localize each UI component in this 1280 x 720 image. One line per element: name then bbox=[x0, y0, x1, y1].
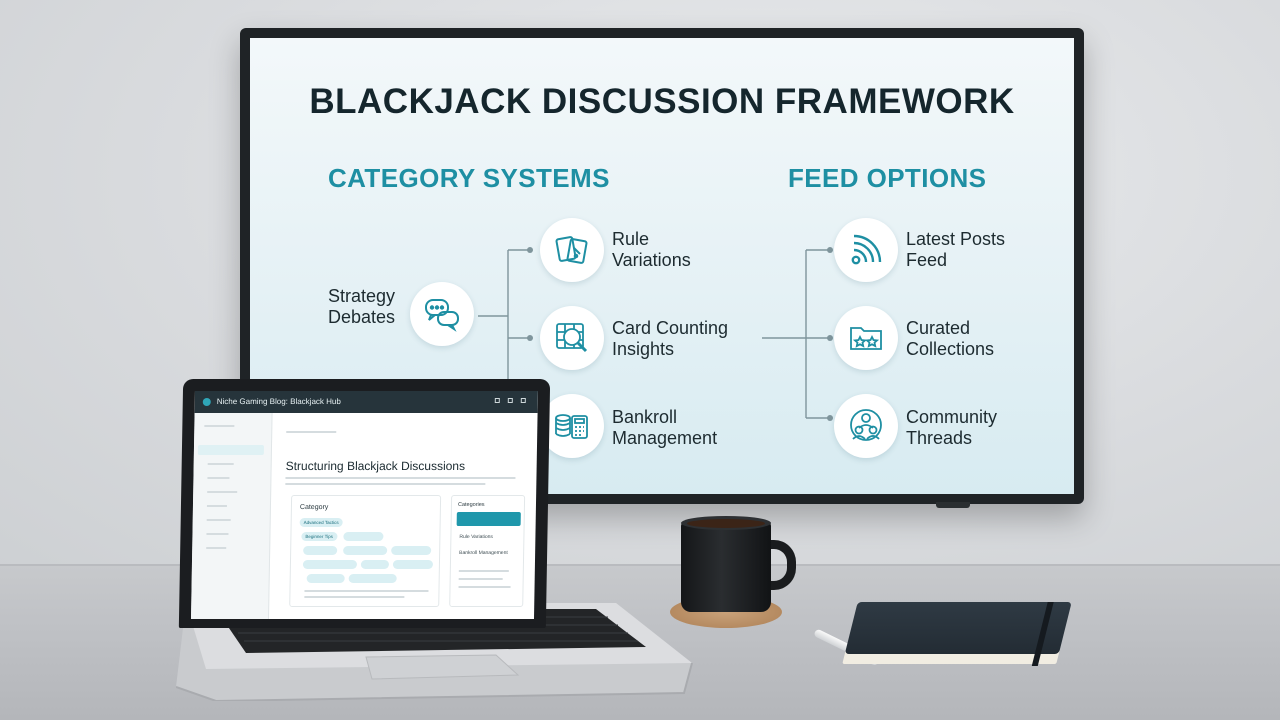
rss-feed-icon bbox=[834, 218, 898, 282]
magnifier-grid-icon bbox=[540, 306, 604, 370]
sidebar-item[interactable] bbox=[206, 519, 231, 521]
feed-0-line2: Feed bbox=[906, 250, 948, 270]
root-label-line1: Strategy bbox=[328, 286, 396, 306]
card-text bbox=[304, 590, 429, 592]
people-group-icon bbox=[834, 394, 898, 458]
slide-title: BLACKJACK DISCUSSION FRAMEWORK bbox=[309, 82, 1015, 121]
laptop: Niche Gaming Blog: Blackjack Hub Structu… bbox=[178, 379, 551, 628]
laptop-screen: Niche Gaming Blog: Blackjack Hub Structu… bbox=[190, 391, 538, 619]
category-tag[interactable] bbox=[303, 546, 338, 555]
sidebar bbox=[190, 413, 273, 619]
sidebar-item-active[interactable] bbox=[197, 445, 265, 455]
description-text bbox=[285, 483, 486, 485]
card-text bbox=[304, 596, 405, 598]
minimize-icon[interactable] bbox=[494, 398, 500, 403]
category-tag[interactable] bbox=[360, 560, 390, 569]
category-tag[interactable] bbox=[306, 574, 345, 583]
category-0-line2: Variations bbox=[612, 250, 691, 270]
maximize-icon[interactable] bbox=[507, 398, 513, 403]
category-node-rule-variations: Rule Variations bbox=[612, 229, 691, 271]
category-tag[interactable] bbox=[392, 560, 434, 569]
sidebar-item[interactable] bbox=[206, 533, 229, 535]
feed-node-curated-collections: Curated Collections bbox=[906, 318, 994, 360]
panel-item[interactable]: Rule Variations bbox=[459, 534, 494, 540]
feed-node-community-threads: Community Threads bbox=[906, 407, 997, 449]
categories-panel: Categories Rule Variations Bankroll Mana… bbox=[449, 495, 526, 607]
panel-text bbox=[458, 586, 511, 588]
feed-2-line2: Threads bbox=[906, 428, 973, 448]
feed-heading: FEED OPTIONS bbox=[788, 163, 987, 193]
sidebar-item[interactable] bbox=[207, 463, 234, 465]
mug-handle bbox=[760, 540, 796, 590]
category-tag[interactable] bbox=[391, 546, 432, 555]
description-text bbox=[285, 477, 516, 479]
sidebar-item[interactable] bbox=[206, 505, 227, 507]
window-title: Niche Gaming Blog: Blackjack Hub bbox=[216, 397, 341, 406]
chat-bubbles-icon bbox=[410, 282, 474, 346]
feed-2-line1: Community bbox=[906, 407, 998, 427]
sidebar-header bbox=[204, 425, 235, 427]
notebook bbox=[842, 602, 1077, 666]
feed-0-line1: Latest Posts bbox=[906, 229, 1006, 249]
close-icon[interactable] bbox=[520, 398, 526, 403]
category-1-line2: Insights bbox=[612, 339, 675, 359]
category-heading: CATEGORY SYSTEMS bbox=[328, 163, 610, 193]
category-node-card-counting: Card Counting Insights bbox=[612, 318, 728, 360]
category-node-bankroll: Bankroll Management bbox=[612, 407, 717, 449]
category-1-line1: Card Counting bbox=[612, 318, 729, 338]
coins-calculator-icon bbox=[540, 394, 604, 458]
category-2-line2: Management bbox=[612, 428, 718, 448]
feed-1-line2: Collections bbox=[906, 339, 995, 359]
sidebar-item[interactable] bbox=[206, 547, 227, 549]
category-tag[interactable] bbox=[343, 532, 384, 541]
panel-item[interactable]: Bankroll Management bbox=[459, 550, 508, 556]
root-node-label: Strategy Debates bbox=[328, 286, 395, 328]
category-tag[interactable] bbox=[302, 560, 358, 569]
category-tag[interactable]: Beginner Tips bbox=[301, 532, 338, 541]
categories-panel-title: Categories bbox=[457, 502, 485, 508]
category-tag[interactable] bbox=[348, 574, 397, 583]
category-2-line1: Bankroll bbox=[612, 407, 678, 427]
connector-lines bbox=[478, 247, 833, 421]
category-0-line1: Rule bbox=[612, 229, 650, 249]
root-label-line2: Debates bbox=[328, 307, 396, 327]
panel-item-active[interactable] bbox=[456, 512, 521, 526]
browser-title-bar: Niche Gaming Blog: Blackjack Hub bbox=[194, 391, 538, 413]
app-logo-icon bbox=[202, 398, 211, 406]
coffee-mug bbox=[681, 522, 771, 612]
monitor-mount bbox=[936, 502, 970, 508]
panel-text bbox=[458, 570, 509, 572]
folder-stars-icon bbox=[834, 306, 898, 370]
sidebar-item[interactable] bbox=[207, 491, 238, 493]
feed-1-line1: Curated bbox=[906, 318, 971, 338]
feed-node-latest-posts: Latest Posts Feed bbox=[906, 229, 1005, 271]
sidebar-item[interactable] bbox=[207, 477, 230, 479]
page-heading: Structuring Blackjack Discussions bbox=[285, 459, 466, 473]
category-card-title: Category bbox=[299, 504, 329, 511]
breadcrumb bbox=[286, 431, 337, 433]
panel-text bbox=[458, 578, 503, 580]
coffee bbox=[687, 519, 765, 528]
playing-cards-icon bbox=[540, 218, 604, 282]
category-tag[interactable]: Advanced Tactics bbox=[299, 518, 343, 527]
category-tag[interactable] bbox=[343, 546, 388, 555]
category-card: Category Advanced Tactics Beginner Tips bbox=[289, 495, 442, 607]
